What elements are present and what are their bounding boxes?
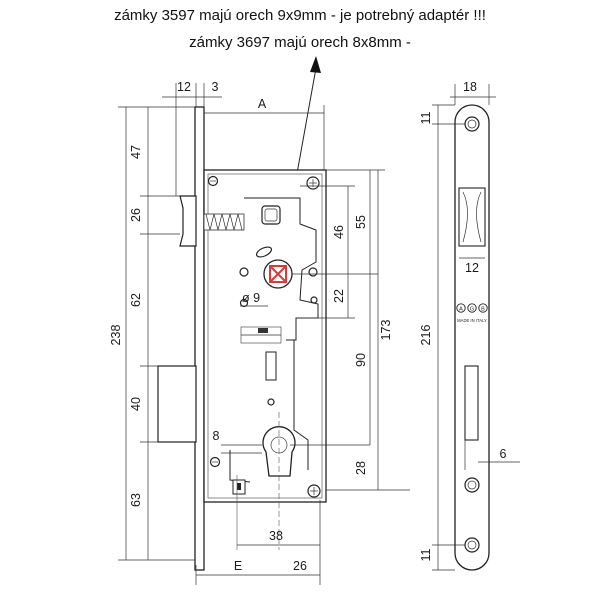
dim-E: E bbox=[234, 559, 242, 573]
faceplate-screw-top bbox=[464, 116, 480, 132]
dimension-lines bbox=[118, 83, 410, 585]
faceplate-dimension-lines bbox=[432, 84, 520, 571]
dim-12-plate: 12 bbox=[465, 261, 479, 275]
latch-spring bbox=[203, 213, 245, 231]
faceplate-side bbox=[194, 106, 205, 571]
dim-38: 38 bbox=[269, 529, 283, 543]
dim-12-top: 12 bbox=[177, 80, 191, 94]
dim-46: 46 bbox=[332, 225, 346, 239]
note-line-2: zámky 3697 majú orech 8x8mm - bbox=[189, 34, 411, 51]
follower-lever bbox=[244, 197, 319, 341]
dim-173: 173 bbox=[379, 320, 393, 341]
dim-11-top: 11 bbox=[419, 111, 433, 124]
dim-11-bottom: 11 bbox=[419, 548, 433, 561]
case-screw-bottom-left bbox=[209, 456, 221, 468]
dim-phi-9: ø 9 bbox=[242, 291, 260, 305]
brand-logo: A G B bbox=[456, 303, 488, 313]
dim-90: 90 bbox=[354, 353, 368, 367]
dim-3-top: 3 bbox=[212, 80, 219, 94]
case-screw-top-left bbox=[207, 175, 219, 187]
deadbolt-slot bbox=[265, 351, 277, 381]
dim-238: 238 bbox=[109, 325, 123, 346]
faceplate-screw-bottom bbox=[464, 537, 480, 553]
latch-opening bbox=[458, 187, 486, 247]
spindle-hub bbox=[263, 259, 293, 289]
dim-26-bottom: 26 bbox=[293, 559, 307, 573]
case-screw-top-right bbox=[306, 176, 320, 190]
dim-18: 18 bbox=[463, 80, 477, 94]
made-in-italy-text: MADE IN ITALY bbox=[457, 318, 487, 323]
dim-8: 8 bbox=[213, 429, 220, 443]
faceplate-front bbox=[454, 104, 490, 571]
svg-text:B: B bbox=[481, 307, 485, 313]
latch-bolt bbox=[179, 195, 197, 247]
deadbolt bbox=[157, 365, 197, 443]
svg-text:A: A bbox=[459, 307, 463, 313]
case-screw-bottom-right bbox=[307, 484, 321, 498]
dim-47: 47 bbox=[129, 145, 143, 159]
deadbolt-opening bbox=[464, 365, 479, 441]
svg-text:G: G bbox=[470, 307, 474, 313]
faceplate-screw-middle bbox=[464, 477, 480, 493]
faceplate-front-view: A G B MADE IN ITALY bbox=[454, 104, 490, 571]
dim-216: 216 bbox=[419, 325, 433, 346]
dim-40: 40 bbox=[129, 397, 143, 411]
dim-62: 62 bbox=[129, 293, 143, 307]
dim-63: 63 bbox=[129, 493, 143, 507]
dim-6: 6 bbox=[500, 447, 507, 461]
dim-28: 28 bbox=[354, 461, 368, 475]
dim-55: 55 bbox=[354, 215, 368, 229]
dim-A: A bbox=[258, 97, 267, 111]
label-plate bbox=[240, 326, 282, 344]
dim-22: 22 bbox=[332, 289, 346, 303]
lock-body-view bbox=[157, 106, 327, 571]
dim-26: 26 bbox=[129, 208, 143, 222]
note-line-1: zámky 3597 majú orech 9x9mm - je potrebn… bbox=[114, 7, 486, 24]
